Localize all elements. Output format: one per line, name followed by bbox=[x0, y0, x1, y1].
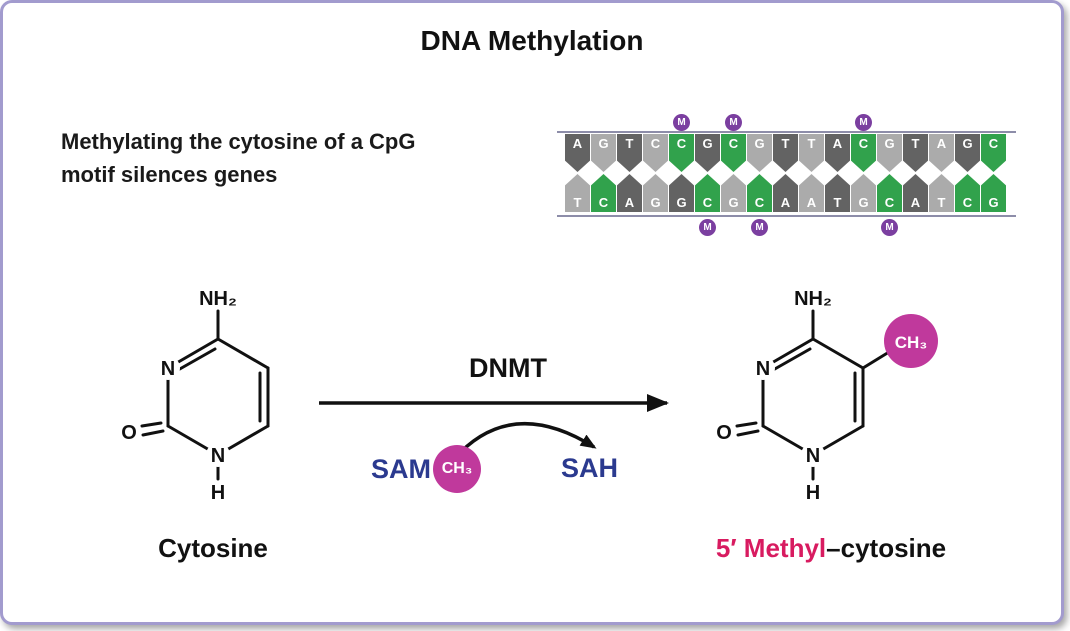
enzyme-label: DNMT bbox=[469, 353, 547, 383]
dna-base-t: T bbox=[825, 174, 850, 212]
dna-base-t: T bbox=[617, 134, 642, 172]
dna-base-c: C bbox=[643, 134, 668, 172]
dna-base-c: C bbox=[669, 134, 694, 172]
dna-base-t: T bbox=[799, 134, 824, 172]
dna-base-a: A bbox=[825, 134, 850, 172]
atom-label-n1: N bbox=[806, 445, 820, 467]
methyl-group-label: CH₃ bbox=[895, 333, 927, 352]
dna-base-c: C bbox=[747, 174, 772, 212]
atom-label-oxygen: O bbox=[121, 422, 137, 444]
dna-base-c: C bbox=[695, 174, 720, 212]
sam-group: SAM CH₃ bbox=[371, 445, 481, 493]
atom-label-hydrogen: H bbox=[806, 482, 820, 504]
atom-label-amine: NH₂ bbox=[794, 288, 832, 310]
cytosine-bonds bbox=[140, 309, 270, 481]
page-title: DNA Methylation bbox=[420, 25, 644, 56]
dna-base-g: G bbox=[669, 174, 694, 212]
dna-backbone-bottom bbox=[557, 215, 1016, 217]
methylcytosine-label: 5′ Methyl–cytosine bbox=[651, 533, 1011, 564]
methylcytosine-label-highlight: 5′ Methyl bbox=[715, 533, 827, 563]
dna-base-t: T bbox=[773, 134, 798, 172]
caption-line-1: Methylating the cytosine of a CpG bbox=[61, 129, 416, 154]
dna-base-g: G bbox=[721, 174, 746, 212]
atom-label-hydrogen: H bbox=[211, 482, 225, 504]
caption-line-2: motif silences genes bbox=[61, 162, 278, 187]
dna-backbone-top bbox=[557, 131, 1016, 133]
caption: Methylating the cytosine of a CpG motif … bbox=[61, 125, 415, 191]
atom-label-n3: N bbox=[756, 358, 770, 380]
dna-base-g: G bbox=[851, 174, 876, 212]
dna-base-c: C bbox=[851, 134, 876, 172]
dna-base-t: T bbox=[565, 174, 590, 212]
dna-base-g: G bbox=[591, 134, 616, 172]
dna-base-c: C bbox=[981, 134, 1006, 172]
dna-base-g: G bbox=[955, 134, 980, 172]
sam-methyl-badge: CH₃ bbox=[433, 445, 481, 493]
methyl-group-circle bbox=[884, 314, 938, 368]
dna-base-g: G bbox=[643, 174, 668, 212]
dna-base-a: A bbox=[773, 174, 798, 212]
atom-label-amine: NH₂ bbox=[199, 288, 237, 310]
atom-label-n3: N bbox=[161, 358, 175, 380]
dna-base-a: A bbox=[903, 174, 928, 212]
sam-sah-arrow bbox=[452, 421, 597, 461]
dna-base-g: G bbox=[877, 134, 902, 172]
methyl-mark: M bbox=[673, 114, 690, 131]
dna-base-c: C bbox=[721, 134, 746, 172]
methylcytosine-structure: CH₃ NH₂ N N O H bbox=[716, 288, 938, 504]
cytosine-structure: NH₂ N N O H bbox=[121, 288, 270, 504]
atom-label-n1: N bbox=[211, 445, 225, 467]
dna-base-c: C bbox=[591, 174, 616, 212]
sam-label: SAM bbox=[371, 453, 431, 484]
dna-base-a: A bbox=[565, 134, 590, 172]
dna-base-a: A bbox=[929, 134, 954, 172]
reaction-arrow bbox=[319, 394, 669, 412]
atom-label-oxygen: O bbox=[716, 422, 732, 444]
methyl-mark: M bbox=[881, 219, 898, 236]
methylcytosine-label-rest: –cytosine bbox=[826, 533, 947, 563]
dna-base-t: T bbox=[903, 134, 928, 172]
sah-label: SAH bbox=[561, 453, 619, 483]
cytosine-label: Cytosine bbox=[158, 533, 268, 563]
methyl-mark: M bbox=[725, 114, 742, 131]
dna-base-g: G bbox=[981, 174, 1006, 212]
dna-base-a: A bbox=[799, 174, 824, 212]
dna-base-g: G bbox=[695, 134, 720, 172]
dna-base-t: T bbox=[929, 174, 954, 212]
dna-base-c: C bbox=[955, 174, 980, 212]
dna-base-g: G bbox=[747, 134, 772, 172]
dna-base-c: C bbox=[877, 174, 902, 212]
methyl-mark: M bbox=[751, 219, 768, 236]
methyl-mark: M bbox=[855, 114, 872, 131]
dna-base-a: A bbox=[617, 174, 642, 212]
methyl-mark: M bbox=[699, 219, 716, 236]
